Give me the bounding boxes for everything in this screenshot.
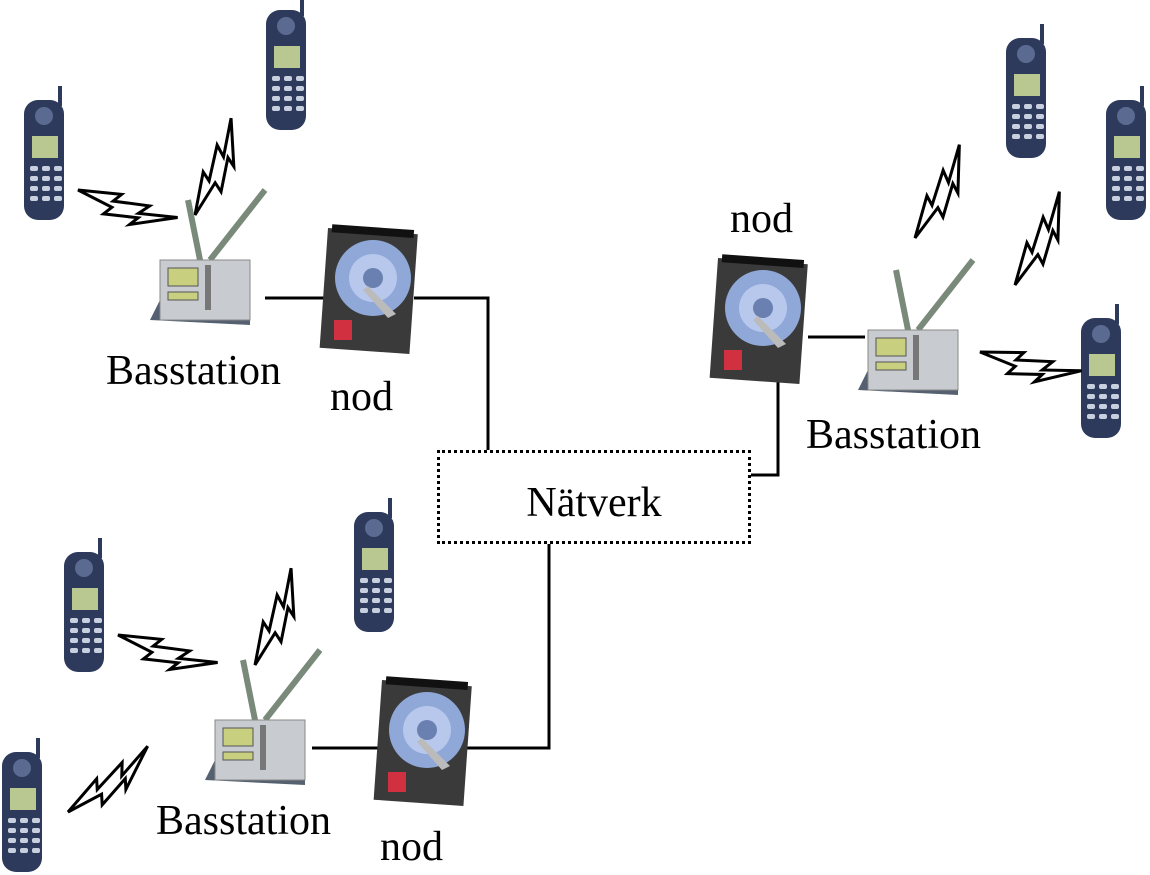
network-box: Nätverk <box>437 450 751 544</box>
phone-icon <box>1106 86 1146 220</box>
radio-signal-icon <box>993 190 1087 292</box>
base-station-label: Basstation <box>156 798 331 844</box>
phone-icon <box>1006 24 1046 158</box>
hard-disk-icon <box>319 224 418 354</box>
radio-signal-icon <box>72 165 180 249</box>
phone-icon <box>266 0 306 130</box>
node-label: nod <box>330 374 393 420</box>
hard-disk-icon <box>709 254 808 384</box>
phone-icon <box>354 498 394 632</box>
radio-signal-icon <box>112 610 220 694</box>
base-station-label: Basstation <box>106 348 281 394</box>
line-network-node-r <box>751 380 780 477</box>
node-label: nod <box>380 824 443 870</box>
radio-signal-icon <box>232 566 321 672</box>
radio-signal-icon <box>55 744 164 821</box>
base-station-label: Basstation <box>806 412 981 458</box>
base-station-icon <box>205 650 320 785</box>
phone-icon <box>24 86 64 220</box>
phone-icon <box>64 538 104 672</box>
network-label: Nätverk <box>526 480 662 526</box>
phone-icon <box>1081 304 1121 438</box>
radio-signal-icon <box>975 326 1084 404</box>
phone-icon <box>2 738 42 872</box>
base-station-icon <box>858 260 973 395</box>
node-label: nod <box>730 196 793 242</box>
radio-signal-icon <box>893 143 987 245</box>
hard-disk-icon <box>373 676 472 806</box>
line-network-node-bl <box>462 544 551 750</box>
line-node-network-tl <box>414 296 490 450</box>
base-station-icon <box>150 190 265 325</box>
connection-lines <box>265 296 865 750</box>
